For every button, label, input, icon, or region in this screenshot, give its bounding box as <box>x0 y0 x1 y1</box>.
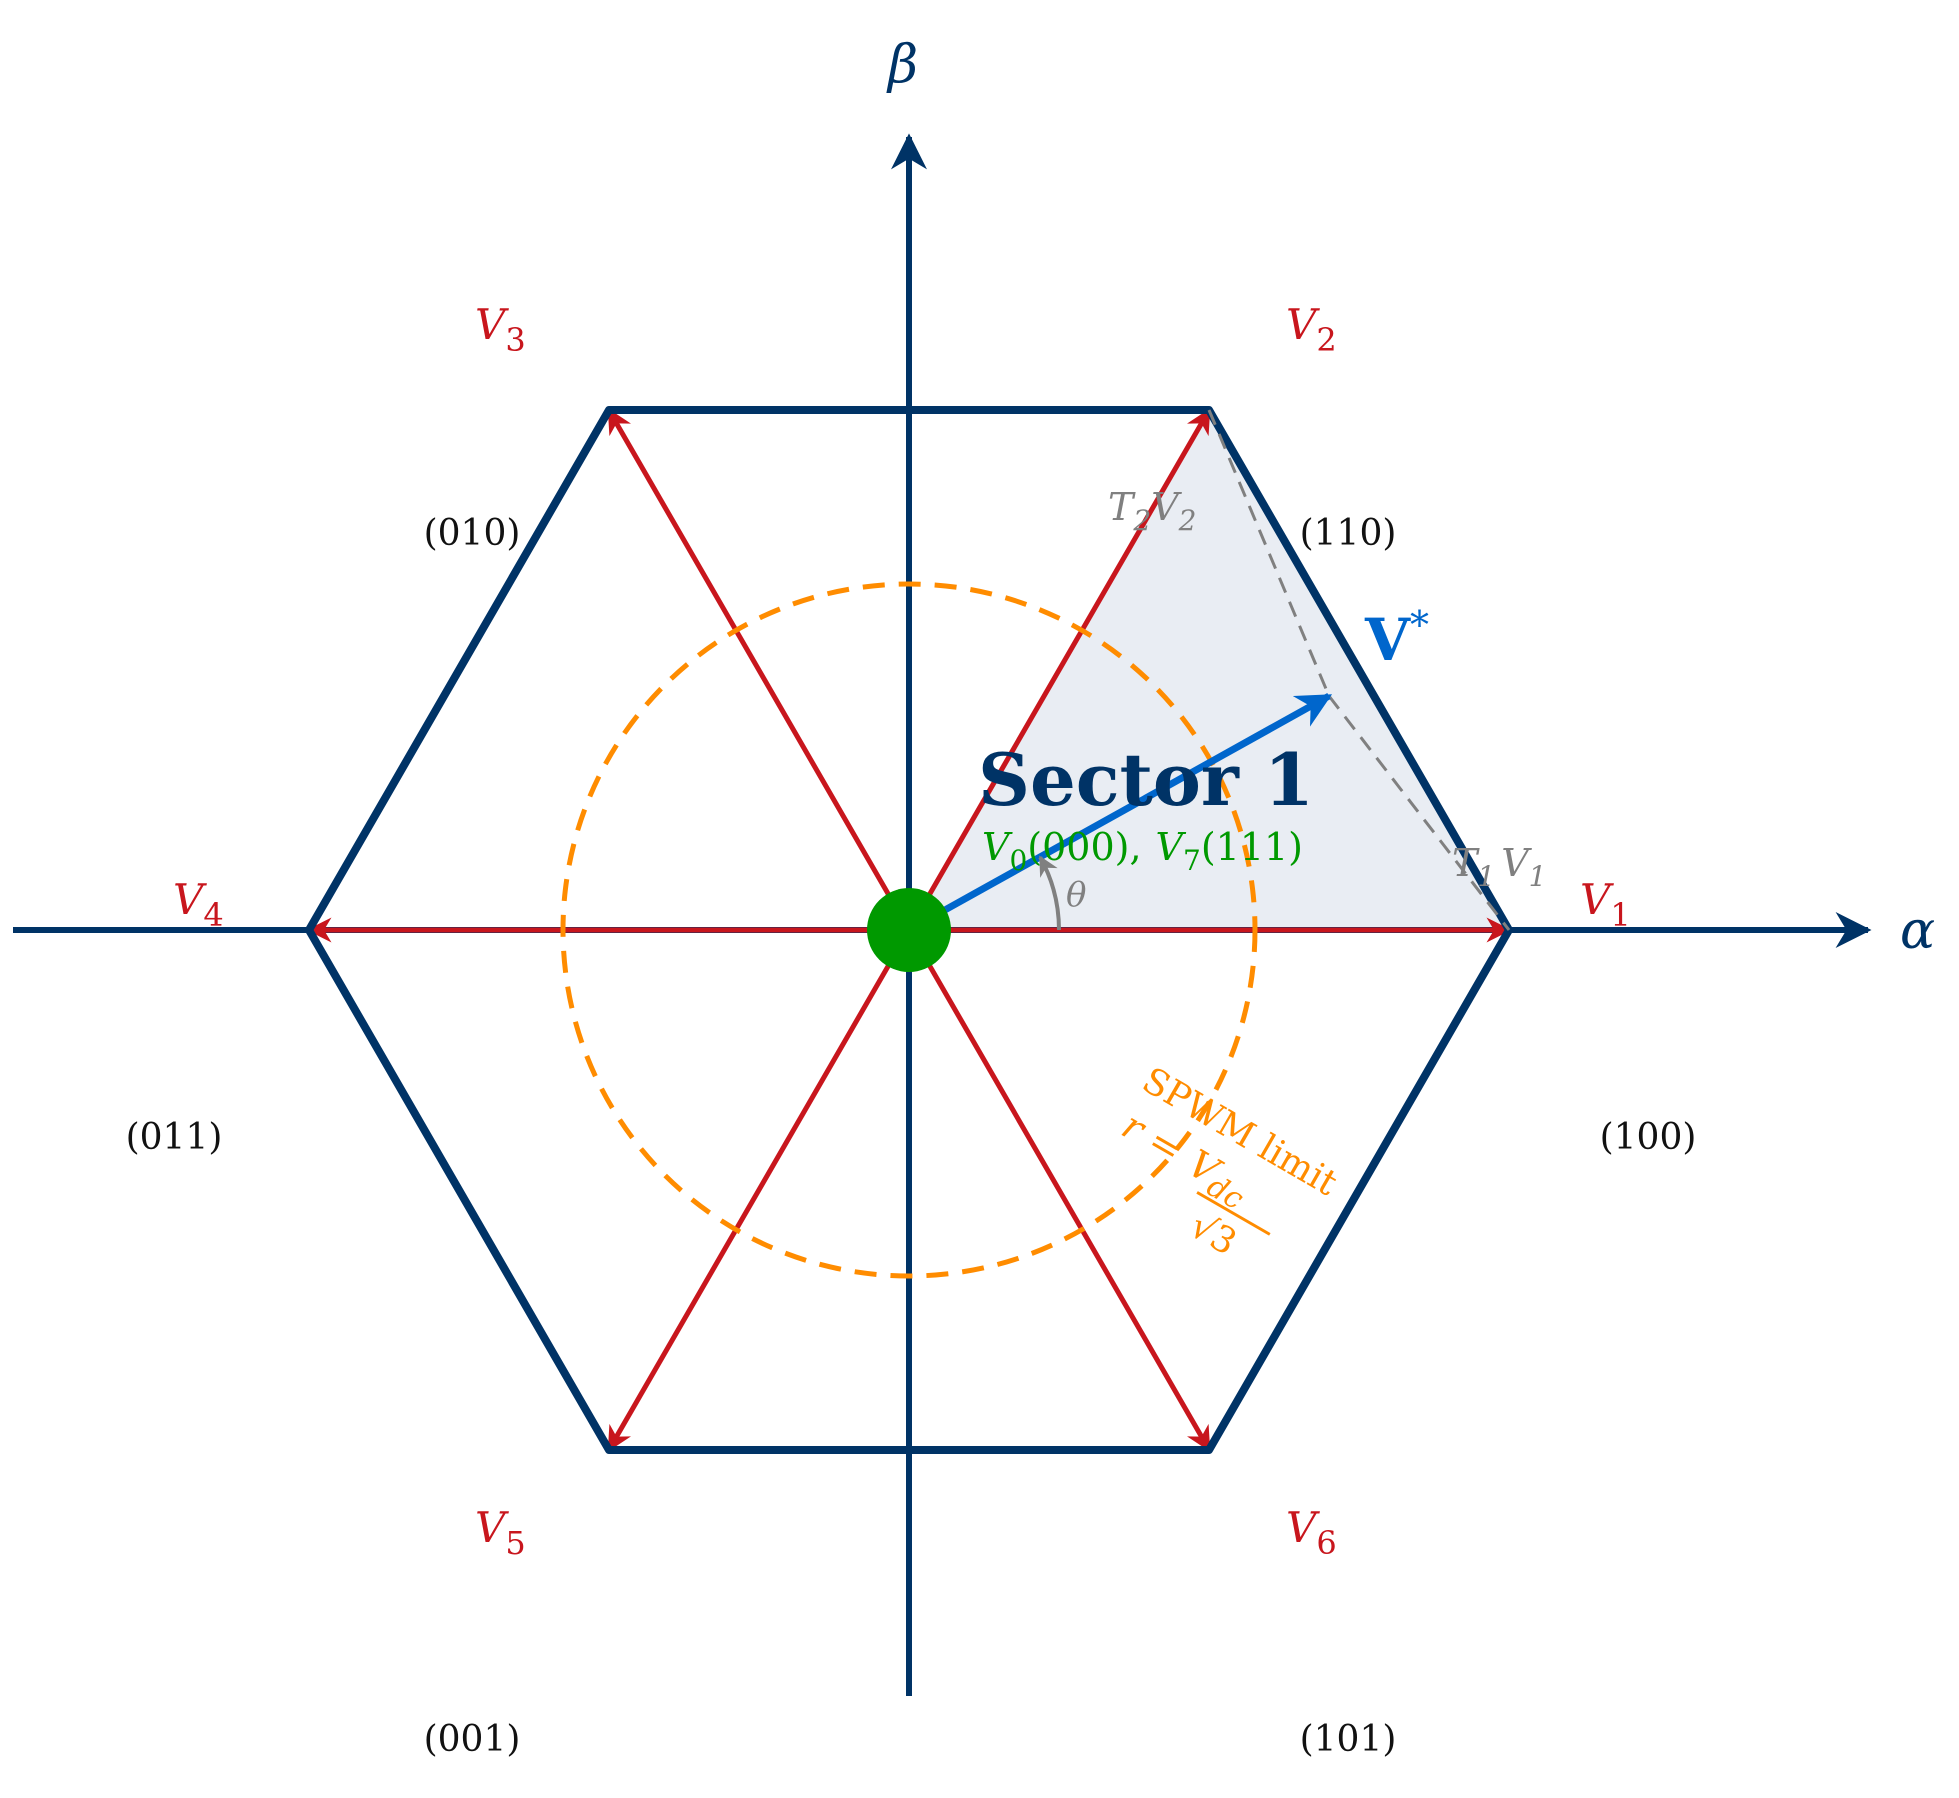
t2v2-label: T2V2 <box>1108 485 1196 537</box>
zero-vectors-label: V0(000),V7(111) <box>982 825 1303 877</box>
helper-dashed-t1v1 <box>1327 695 1511 931</box>
active-vector-arrow-v2 <box>906 408 1212 932</box>
beta-label: β <box>886 35 918 95</box>
vector-label-v6: V6 <box>1286 1503 1337 1562</box>
vector-label-v2: V2 <box>1286 300 1337 359</box>
alpha-label: α <box>1900 901 1935 961</box>
switching-state-label: (100) <box>1600 1117 1697 1158</box>
switching-state-label: (101) <box>1300 1719 1397 1760</box>
reference-vector-arrow <box>907 692 1333 934</box>
theta-angle-arc <box>1038 855 1061 931</box>
sector-1-fill <box>909 410 1509 930</box>
switching-state-label: (010) <box>424 513 521 554</box>
switching-state-label: (001) <box>424 1719 521 1760</box>
sector-label: Sector 1 <box>978 737 1314 822</box>
fraction-bar <box>1196 1191 1271 1236</box>
vector-label-v4: V4 <box>173 875 224 934</box>
switching-state-label: (110) <box>1300 513 1397 554</box>
active-vector-arrow-v6 <box>906 928 1212 1452</box>
vector-label-v5: V5 <box>475 1503 526 1562</box>
vector-label-v1: V1 <box>1580 875 1631 934</box>
reference-vector-label: V* <box>1364 603 1429 674</box>
switching-state-label: (011) <box>126 1117 223 1158</box>
vector-label-v3: V3 <box>475 300 526 359</box>
theta-label: θ <box>1066 875 1086 915</box>
zero-vector-dot <box>867 888 951 972</box>
active-vector-arrow-v5 <box>606 928 912 1452</box>
spwm-limit-circle <box>560 581 1258 1279</box>
active-vector-arrow-v3 <box>606 408 912 932</box>
